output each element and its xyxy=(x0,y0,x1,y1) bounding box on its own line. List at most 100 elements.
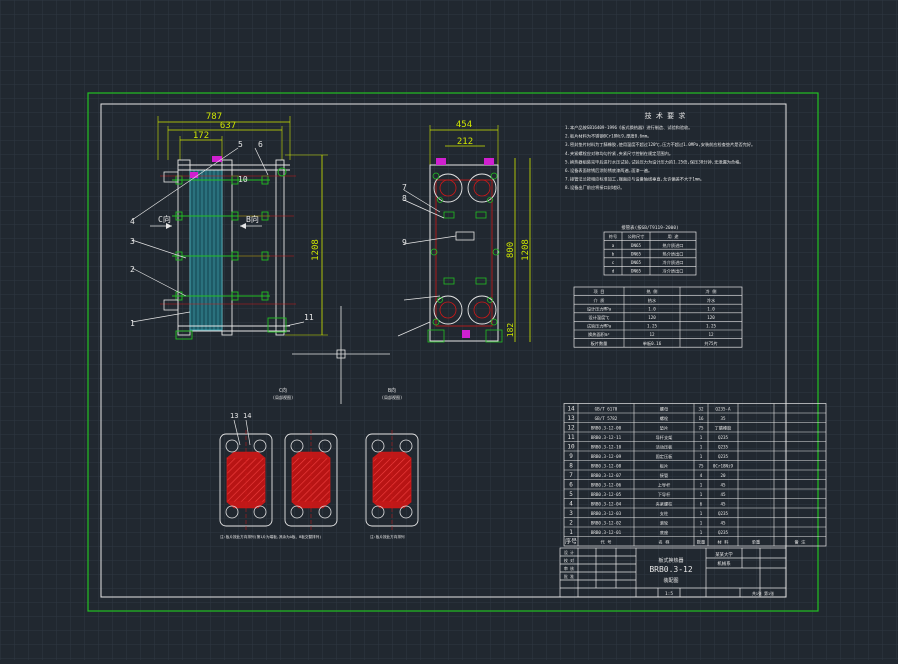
parts-list-cell: 45 xyxy=(720,520,726,525)
parts-list-cell: BRB0.3-12-07 xyxy=(591,473,622,478)
design-table-cell: 共75片 xyxy=(704,340,717,347)
nozzle-table-cell: a xyxy=(612,243,615,248)
parts-list-cell: 固定压板 xyxy=(656,453,674,460)
nozzle-table-cell: DN65 xyxy=(631,251,642,256)
nozzle-table: 接管表(按GB/T9119-2000) 符号abcd公称尺寸DN65DN65DN… xyxy=(603,224,697,276)
design-table-header: 冷 侧 xyxy=(706,288,717,295)
nozzle-table-cell: d xyxy=(612,269,615,274)
parts-list-cell: Q235 xyxy=(718,435,729,440)
parts-list-cell: 夹紧螺柱 xyxy=(656,500,674,507)
parts-list-cell: 45 xyxy=(720,482,726,487)
side-plate-inner xyxy=(435,179,493,327)
parts-list-header: 备 注 xyxy=(795,538,807,545)
parts-list-cell: 45 xyxy=(720,501,726,506)
parts-list-cell: 35 xyxy=(720,416,726,421)
nozzle-table-header: 公称尺寸 xyxy=(628,233,645,240)
part-number-3: 3 xyxy=(130,237,135,246)
part-number-1: 1 xyxy=(130,319,135,328)
parts-list-cell: 4 xyxy=(569,500,573,507)
parts-list-cell: 11 xyxy=(567,434,575,441)
dim-787: 787 xyxy=(206,112,222,122)
parts-list-cell: 垫片 xyxy=(660,424,668,431)
parts-list-cell: 12 xyxy=(567,424,575,431)
dim-172: 172 xyxy=(193,131,209,141)
title-sheet: 共1张 第1张 xyxy=(752,591,774,596)
dim-1208-side: 1208 xyxy=(521,239,531,261)
part-number-9: 9 xyxy=(402,238,407,247)
parts-list-cell: BRB0.3-12-03 xyxy=(591,511,622,516)
section-c-sub: (局部视图) xyxy=(273,394,294,400)
nozzle-table-cell: b xyxy=(612,251,615,256)
parts-list-cell: 8 xyxy=(569,462,573,469)
nozzle-table-cell: DN65 xyxy=(631,260,642,265)
port-top-right xyxy=(467,173,497,203)
parts-list-cell: 1 xyxy=(700,454,703,459)
parts-list-cell: 6 xyxy=(700,501,703,506)
parts-list-header: 序号 xyxy=(565,537,577,545)
port-bottom-left xyxy=(433,295,463,325)
design-table-cell: 板片数量 xyxy=(591,340,608,347)
parts-list-cell: 0Cr18Ni9 xyxy=(713,463,734,468)
section-views: C向 (局部视图) B向 (局部视图) 13 14 注:板片按此方向排列(第1片… xyxy=(219,387,419,539)
plate-section-c-1 xyxy=(219,430,273,530)
parts-list-cell: 板片 xyxy=(660,462,668,469)
dim-637: 637 xyxy=(220,121,236,131)
title-org: 某某大学 xyxy=(715,551,733,558)
parts-list-cell: Q235 xyxy=(718,511,729,516)
section-label-14: 14 xyxy=(243,412,251,420)
parts-list-cell: 10 xyxy=(567,443,575,450)
design-table-cell: 热水 xyxy=(648,297,657,304)
dim-1208-front: 1208 xyxy=(311,239,321,261)
title-block: 板式换热器 BRB0.3-12 装配图 某某大学 机械系 设 计 校 对 审 核… xyxy=(559,547,787,598)
parts-list-cell: Q235 xyxy=(718,530,729,535)
design-table-header: 热 侧 xyxy=(647,288,658,295)
design-table-cell: 单板0.16 xyxy=(643,340,662,347)
design-table-cell: 1.0 xyxy=(648,306,656,311)
tech-requirements: 技 术 要 求 1.本产品按GB16409-1996《板式换热器》进行制造、试验… xyxy=(565,111,755,191)
outer-frame xyxy=(87,92,819,612)
design-table-cell: 12 xyxy=(708,332,714,337)
parts-list-cell: Q235-A xyxy=(715,406,731,411)
parts-list-header: 名 称 xyxy=(659,538,670,545)
plate-section-c-2 xyxy=(284,430,338,530)
nozzle-magenta xyxy=(190,172,198,178)
parts-list-header: 代 号 xyxy=(601,538,612,545)
parts-list-cell: BRB0.3-12-00 xyxy=(591,425,622,430)
parts-list-cell: 螺栓 xyxy=(660,415,669,422)
design-table-cell: 设计压力MPa xyxy=(587,305,612,312)
parts-list-cell: 1 xyxy=(569,529,573,536)
front-view: 787 637 172 1208 xyxy=(130,112,328,340)
parts-list-cell: Q235 xyxy=(718,454,729,459)
tech-req-item: 5.换热器组装完毕后进行水压试验,试验压力为设计压力的1.25倍,保压30分钟,… xyxy=(565,158,744,165)
parts-list-cell: 下导杆 xyxy=(658,491,671,498)
design-table-cell: 设计温度℃ xyxy=(589,314,610,321)
parts-list-cell: 14 xyxy=(567,405,575,412)
parts-list-cell: BRB0.3-12-11 xyxy=(591,435,622,440)
parts-list-cell: 螺母 xyxy=(660,405,668,412)
parts-list-cell: 20 xyxy=(720,473,726,478)
tech-req-item: 2.板片材料为不锈钢0Cr18Ni9,厚度0.6mm。 xyxy=(565,133,651,140)
nozzle-table-cell: 热介质出口 xyxy=(663,250,684,257)
tech-req-item: 4.夹紧螺栓应对称均匀拧紧,夹紧尺寸控制在规定范围内。 xyxy=(565,150,673,157)
title-model: BRB0.3-12 xyxy=(649,565,693,574)
design-table-cell: 换热面积m² xyxy=(588,331,610,338)
parts-list-header: 材 料 xyxy=(718,538,730,545)
parts-list-cell: 2 xyxy=(569,519,573,526)
parts-list-cell: BRB0.3-12-10 xyxy=(591,444,622,449)
title-drawing-name: 板式换热器 xyxy=(658,557,683,564)
parts-list-cell: 上导杆 xyxy=(658,481,671,488)
tech-req-item: 7.接管法兰按相应标准加工,端面应与设备轴线垂直,允许偏差不大于1mm。 xyxy=(565,176,704,183)
tech-req-item: 8.设备出厂前应将接口封堵好。 xyxy=(565,184,624,191)
parts-list-header: 数量 xyxy=(697,538,705,545)
design-table-header: 项 目 xyxy=(594,289,605,295)
nozzle-table-header: 用 途 xyxy=(668,233,680,240)
nozzle-table-cell: 冷介质进口 xyxy=(663,259,684,266)
nozzle-table-cell: 冷介质出口 xyxy=(663,268,684,275)
design-table-cell: 120 xyxy=(707,315,715,320)
label-c-view: C向 xyxy=(158,214,171,224)
